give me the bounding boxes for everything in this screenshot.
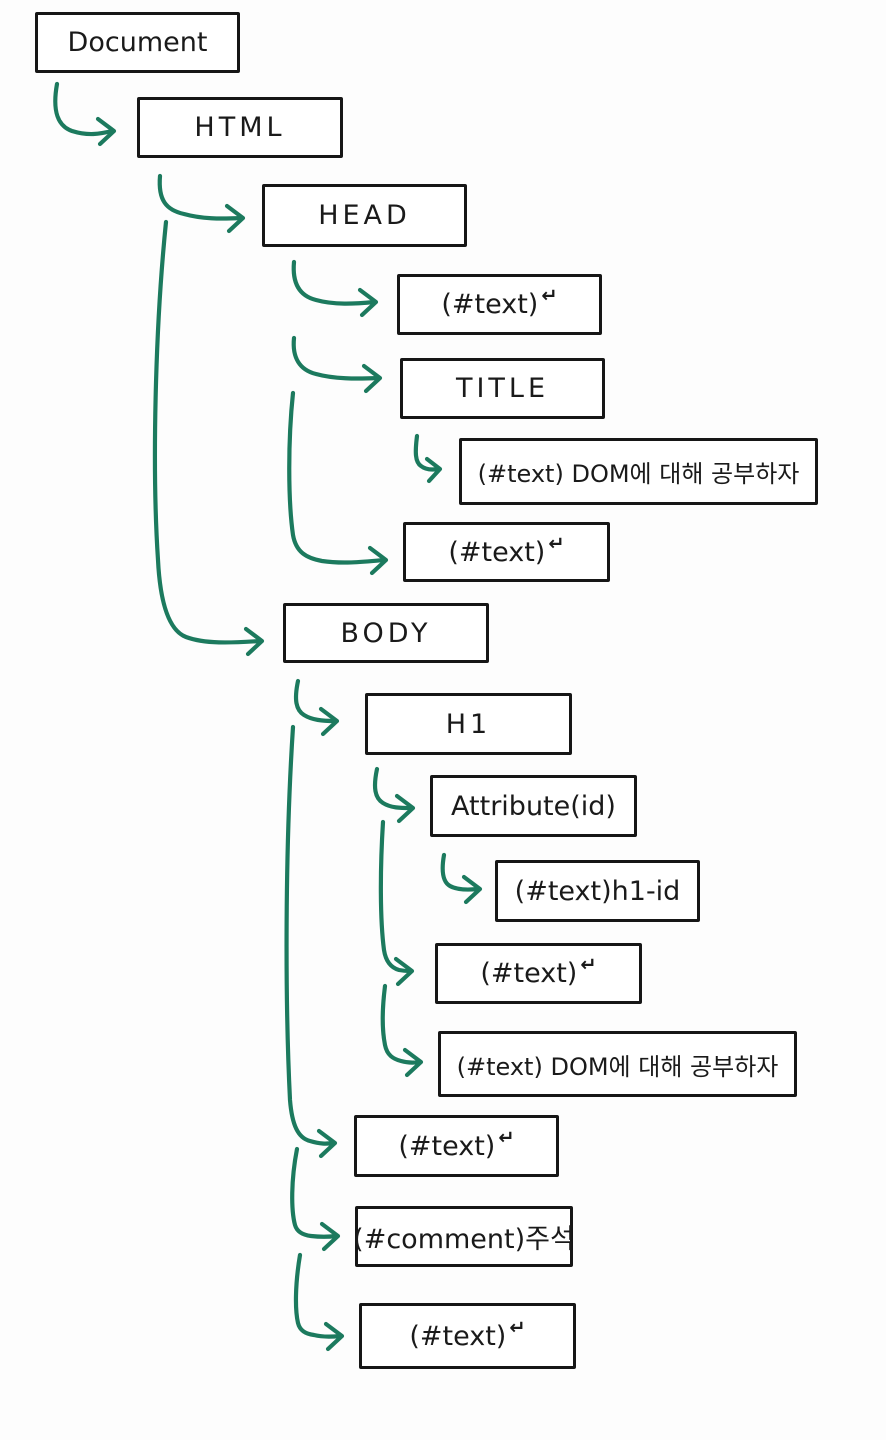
node-text-head-2: (#text)↵ [403,522,610,582]
node-comment: (#comment)주석 [353,1206,575,1267]
return-icon: ↵ [541,284,558,307]
node-text-title-content: (#text) DOM에 대해 공부하자 [459,438,818,505]
node-document: Document [35,12,240,73]
arrow-html-to-head [157,173,246,234]
node-body: BODY [283,603,489,663]
arrow-head-to-text1 [291,259,379,318]
return-icon: ↵ [509,1315,526,1339]
arrow-attribute-to-text [440,852,483,905]
node-text-head-1: (#text)↵ [397,274,602,335]
node-html: HTML [137,97,343,158]
node-text-body-2: (#text)↵ [359,1303,576,1369]
node-h1: H1 [365,693,572,755]
arrow-body-to-text2 [293,1252,345,1352]
arrow-body-to-h1 [293,678,340,737]
return-icon: ↵ [498,1125,515,1149]
arrow-document-to-html [53,81,117,147]
arrow-head-to-text2 [287,390,389,576]
arrow-h1-to-attribute [372,766,416,824]
node-title: TITLE [400,358,605,419]
arrow-h1-to-text1 [378,819,415,987]
node-head: HEAD [262,184,467,247]
arrow-body-to-text1 [284,724,338,1159]
node-text-h1-1: (#text)↵ [435,943,642,1004]
arrow-body-to-comment [290,1146,341,1252]
arrow-title-to-text [413,433,443,484]
arrow-h1-to-text2 [380,983,424,1078]
return-icon: ↵ [580,953,597,976]
node-attribute-id: Attribute(id) [430,775,637,837]
node-text-h1-id: (#text)h1-id [495,860,700,922]
arrow-html-to-body [152,219,265,657]
node-text-body-1: (#text)↵ [354,1115,559,1177]
node-text-h1-content: (#text) DOM에 대해 공부하자 [438,1031,797,1097]
return-icon: ↵ [548,531,565,555]
arrow-head-to-title [291,335,383,394]
